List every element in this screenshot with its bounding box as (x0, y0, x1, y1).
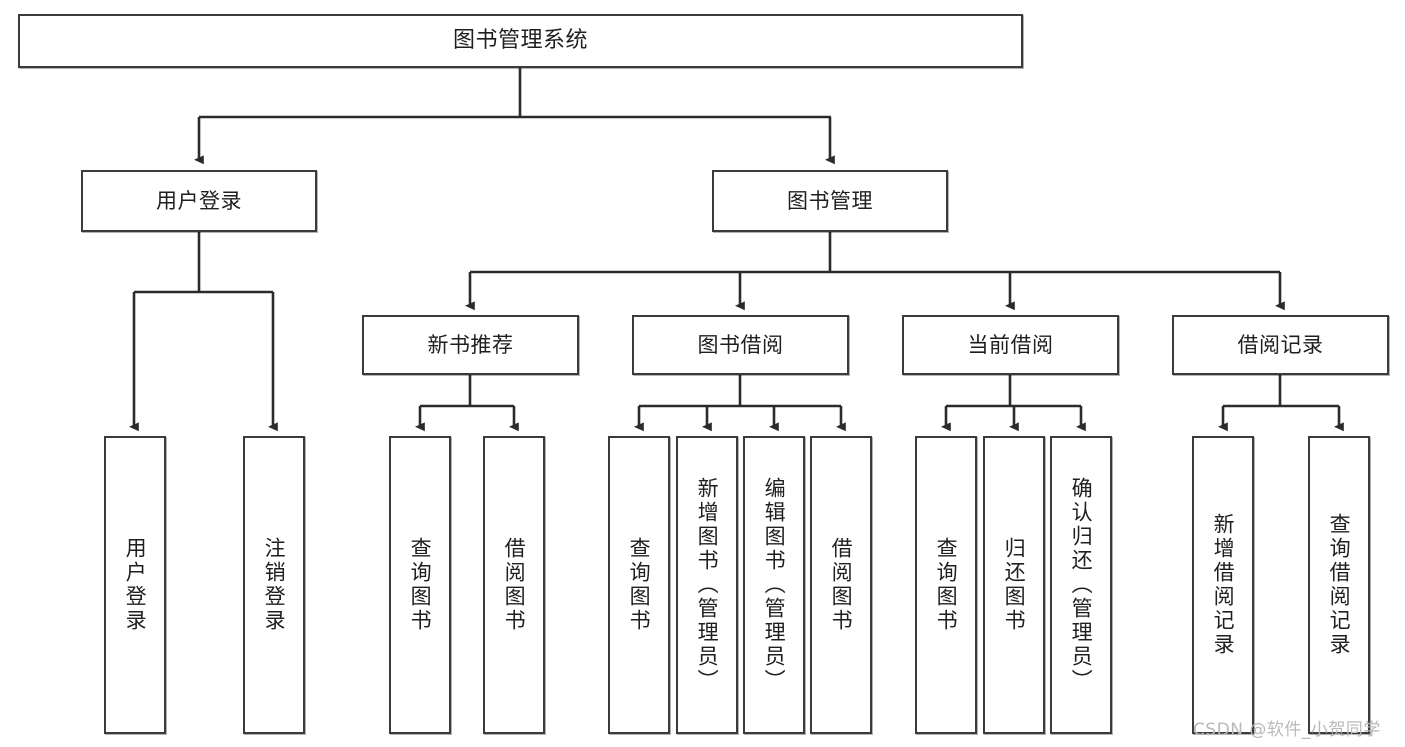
node-label: 查询图书 (408, 537, 433, 633)
node-leaf-confirm-return[interactable]: 确认归还（管理员） (1050, 436, 1112, 734)
node-label: 确认归还（管理员） (1069, 477, 1094, 693)
node-leaf-user-login[interactable]: 用户登录 (104, 436, 166, 734)
node-new-book-recommend[interactable]: 新书推荐 (362, 315, 579, 375)
node-leaf-borrow-book-1[interactable]: 借阅图书 (483, 436, 545, 734)
node-label: 用户登录 (156, 188, 242, 213)
node-label: 查询借阅记录 (1327, 513, 1352, 657)
node-leaf-add-book[interactable]: 新增图书（管理员） (676, 436, 738, 734)
node-leaf-add-record[interactable]: 新增借阅记录 (1192, 436, 1254, 734)
watermark-text: CSDN @软件_小贺同学 (1193, 720, 1381, 740)
node-label: 编辑图书（管理员） (762, 477, 787, 693)
node-label: 新增借阅记录 (1211, 513, 1236, 657)
node-leaf-query-book-3[interactable]: 查询图书 (915, 436, 977, 734)
node-book-borrow[interactable]: 图书借阅 (632, 315, 849, 375)
node-leaf-query-book-2[interactable]: 查询图书 (608, 436, 670, 734)
node-label: 归还图书 (1002, 537, 1027, 633)
node-leaf-query-record[interactable]: 查询借阅记录 (1308, 436, 1370, 734)
node-leaf-edit-book[interactable]: 编辑图书（管理员） (743, 436, 805, 734)
node-label: 图书管理 (787, 188, 873, 213)
node-book-manage[interactable]: 图书管理 (712, 170, 948, 232)
node-user-login[interactable]: 用户登录 (81, 170, 317, 232)
node-label: 用户登录 (123, 537, 148, 633)
node-label: 新书推荐 (427, 332, 514, 357)
node-leaf-logout[interactable]: 注销登录 (243, 436, 305, 734)
node-label: 当前借阅 (967, 332, 1054, 357)
node-label: 查询图书 (934, 537, 959, 633)
node-leaf-query-book-1[interactable]: 查询图书 (389, 436, 451, 734)
node-label: 新增图书（管理员） (695, 477, 720, 693)
node-current-borrow[interactable]: 当前借阅 (902, 315, 1119, 375)
node-leaf-return-book[interactable]: 归还图书 (983, 436, 1045, 734)
node-label: 借阅记录 (1237, 332, 1324, 357)
node-label: 注销登录 (262, 537, 287, 633)
node-label: 查询图书 (627, 537, 652, 633)
node-label: 图书管理系统 (452, 28, 588, 54)
node-label: 借阅图书 (829, 537, 854, 633)
node-label: 图书借阅 (697, 332, 784, 357)
node-label: 借阅图书 (502, 537, 527, 633)
node-leaf-borrow-book-2[interactable]: 借阅图书 (810, 436, 872, 734)
node-root-system[interactable]: 图书管理系统 (18, 14, 1023, 68)
node-borrow-record[interactable]: 借阅记录 (1172, 315, 1389, 375)
